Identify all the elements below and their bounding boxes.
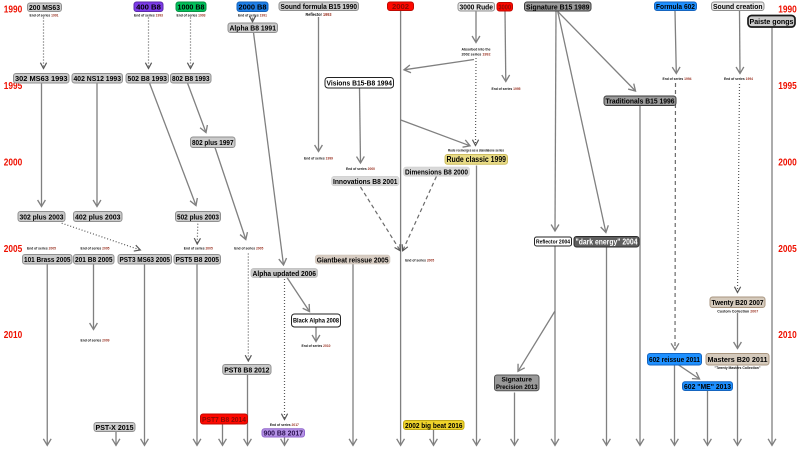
svg-text:"dark energy" 2004: "dark energy" 2004 bbox=[576, 238, 638, 247]
svg-text:3000: 3000 bbox=[499, 3, 512, 12]
svg-text:900 B8 2017: 900 B8 2017 bbox=[264, 429, 304, 438]
svg-text:400 B8: 400 B8 bbox=[136, 3, 162, 12]
svg-text:Reflector 2004: Reflector 2004 bbox=[536, 240, 571, 246]
svg-text:"Twenty Masters Collection": "Twenty Masters Collection" bbox=[715, 365, 761, 370]
svg-text:PST-X 2015: PST-X 2015 bbox=[96, 423, 135, 432]
svg-text:Alpha B8 1991: Alpha B8 1991 bbox=[230, 24, 277, 33]
svg-text:2002: 2002 bbox=[392, 2, 409, 11]
svg-text:2002 big beat 2016: 2002 big beat 2016 bbox=[405, 421, 463, 430]
svg-text:Alpha updated 2006: Alpha updated 2006 bbox=[253, 269, 317, 278]
svg-text:402 plus 2003: 402 plus 2003 bbox=[75, 212, 121, 221]
svg-text:End of series 1991: End of series 1991 bbox=[30, 14, 59, 18]
svg-text:Signature: Signature bbox=[502, 377, 533, 384]
svg-text:PST3 MS63 2005: PST3 MS63 2005 bbox=[120, 255, 171, 264]
svg-text:2002 series 1992: 2002 series 1992 bbox=[462, 53, 491, 57]
svg-text:End of series 2005: End of series 2005 bbox=[234, 246, 263, 250]
svg-text:Rude reemerges as a standalone: Rude reemerges as a standalone series bbox=[448, 149, 504, 153]
svg-text:502 B8 1993: 502 B8 1993 bbox=[128, 74, 168, 83]
svg-text:Sound formula B15 1990: Sound formula B15 1990 bbox=[281, 2, 358, 11]
svg-text:Absorbed into the: Absorbed into the bbox=[462, 48, 491, 52]
svg-text:End of series 2005: End of series 2005 bbox=[184, 246, 213, 250]
svg-text:402 NS12 1993: 402 NS12 1993 bbox=[74, 74, 122, 83]
svg-text:End of series 1994: End of series 1994 bbox=[724, 77, 754, 81]
svg-text:End of series 2005: End of series 2005 bbox=[27, 246, 56, 250]
svg-text:802 plus 1997: 802 plus 1997 bbox=[192, 138, 234, 147]
svg-text:End of series 1991: End of series 1991 bbox=[238, 14, 267, 18]
svg-text:Twenty B20 2007: Twenty B20 2007 bbox=[712, 298, 764, 307]
svg-text:Rude classic 1999: Rude classic 1999 bbox=[447, 155, 507, 164]
svg-text:End of series 2005: End of series 2005 bbox=[405, 258, 434, 262]
svg-text:End of series 1995: End of series 1995 bbox=[492, 87, 521, 91]
svg-text:502 plus 2003: 502 plus 2003 bbox=[177, 212, 219, 221]
svg-text:Precision 2013: Precision 2013 bbox=[496, 384, 538, 391]
svg-text:Formula 602: Formula 602 bbox=[656, 2, 695, 11]
svg-text:2010: 2010 bbox=[4, 330, 23, 341]
svg-text:1990: 1990 bbox=[778, 5, 797, 16]
svg-text:Visions B15-B8 1994: Visions B15-B8 1994 bbox=[327, 79, 393, 88]
svg-text:302 MS63 1993: 302 MS63 1993 bbox=[15, 74, 68, 83]
svg-text:201 B8 2005: 201 B8 2005 bbox=[75, 255, 113, 264]
svg-text:PST8 B8 2012: PST8 B8 2012 bbox=[224, 365, 269, 374]
svg-text:Dimensions B8 2000: Dimensions B8 2000 bbox=[405, 167, 468, 176]
svg-text:1000 B8: 1000 B8 bbox=[178, 3, 206, 12]
svg-text:Innovations B8 2001: Innovations B8 2001 bbox=[333, 177, 398, 186]
svg-text:2005: 2005 bbox=[778, 244, 797, 255]
svg-text:3000 Rude: 3000 Rude bbox=[460, 3, 494, 12]
svg-text:PST7 B8 2014: PST7 B8 2014 bbox=[202, 415, 247, 424]
svg-text:2005: 2005 bbox=[4, 244, 23, 255]
svg-text:End of series 2000: End of series 2000 bbox=[346, 167, 375, 171]
svg-text:End of series 2017: End of series 2017 bbox=[270, 423, 299, 427]
svg-text:302 plus 2003: 302 plus 2003 bbox=[20, 212, 64, 221]
svg-text:Black Alpha 2008: Black Alpha 2008 bbox=[293, 318, 340, 325]
svg-text:Custom Collection 2007: Custom Collection 2007 bbox=[717, 308, 759, 313]
svg-text:End of series 1999: End of series 1999 bbox=[304, 157, 333, 161]
svg-text:602 "ME" 2013: 602 "ME" 2013 bbox=[684, 382, 731, 391]
svg-text:200 MS63: 200 MS63 bbox=[29, 3, 60, 12]
svg-text:802 B8 1993: 802 B8 1993 bbox=[172, 74, 210, 83]
svg-text:Signature B15 1989: Signature B15 1989 bbox=[526, 2, 590, 11]
svg-text:2000 B8: 2000 B8 bbox=[239, 3, 268, 12]
svg-text:End of series 2005: End of series 2005 bbox=[81, 246, 110, 250]
svg-text:Traditionals B15 1996: Traditionals B15 1996 bbox=[606, 97, 675, 106]
svg-text:Reflector 1993: Reflector 1993 bbox=[306, 12, 333, 17]
svg-text:Masters B20 2011: Masters B20 2011 bbox=[708, 355, 769, 364]
svg-text:End of series 1993: End of series 1993 bbox=[134, 14, 163, 18]
svg-text:1995: 1995 bbox=[4, 81, 23, 92]
svg-text:End of series 2009: End of series 2009 bbox=[81, 338, 110, 342]
svg-text:2010: 2010 bbox=[778, 330, 797, 341]
svg-text:101 Brass 2005: 101 Brass 2005 bbox=[24, 255, 71, 264]
svg-text:Giantbeat reissue 2005: Giantbeat reissue 2005 bbox=[317, 255, 389, 264]
svg-text:602 reissue 2011: 602 reissue 2011 bbox=[649, 355, 701, 364]
svg-text:2000: 2000 bbox=[778, 158, 797, 169]
svg-text:End of series 2010: End of series 2010 bbox=[302, 344, 331, 348]
svg-text:2000: 2000 bbox=[4, 158, 23, 169]
svg-text:End of series 1993: End of series 1993 bbox=[177, 14, 206, 18]
svg-text:PST5 B8 2005: PST5 B8 2005 bbox=[176, 255, 220, 264]
svg-text:Paiste gongs: Paiste gongs bbox=[750, 17, 794, 26]
svg-text:End of series 1994: End of series 1994 bbox=[663, 77, 693, 81]
svg-text:1995: 1995 bbox=[778, 81, 797, 92]
svg-text:Sound creation: Sound creation bbox=[713, 2, 763, 11]
svg-text:1990: 1990 bbox=[4, 5, 23, 16]
